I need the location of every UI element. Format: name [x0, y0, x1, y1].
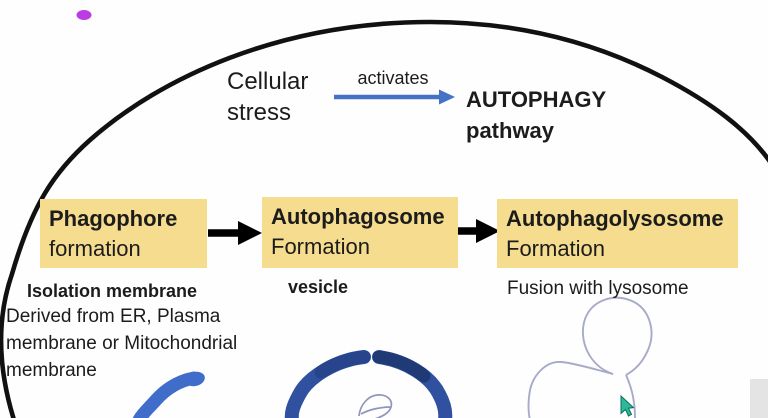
vesicle-label: vesicle — [288, 277, 349, 297]
flow-arrow-1 — [208, 221, 262, 245]
stage-subtitle: Formation — [506, 236, 606, 261]
stage-box-phagophore: Phagophore formation — [40, 199, 207, 268]
activates-label: activates — [357, 68, 429, 88]
lysosome-fusion-sketch — [527, 296, 653, 418]
activates-arrow — [334, 89, 455, 105]
isolation-membrane-label: Isolation membrane — [27, 281, 198, 301]
vesicle-inner-sketch — [358, 394, 393, 418]
vesicle-sketch — [284, 350, 453, 418]
autophagy-pathway-title: AUTOPHAGY pathway — [466, 87, 607, 143]
stage-title: Autophagolysosome — [506, 206, 724, 231]
stage-title: Autophagosome — [271, 204, 445, 229]
stage-subtitle: Formation — [271, 234, 371, 259]
phagophore-sketch — [132, 371, 205, 418]
cursor-pointer-icon — [620, 394, 635, 417]
laser-dot-icon — [76, 10, 92, 20]
cell-outline — [0, 19, 768, 418]
stage-box-autophagosome: Autophagosome Formation — [262, 197, 458, 268]
stage-title: Phagophore — [49, 206, 178, 231]
fusion-with-lysosome-label: Fusion with lysosome — [507, 278, 689, 299]
flow-arrow-2 — [456, 219, 500, 243]
stage-subtitle: formation — [49, 236, 141, 261]
isolation-membrane-detail: Derived from ER, Plasma membrane or Mito… — [6, 306, 238, 381]
scrollbar-fragment[interactable] — [750, 379, 768, 418]
cellular-stress-label: Cellular stress — [227, 68, 309, 126]
stage-box-autophagolysosome: Autophagolysosome Formation — [497, 199, 738, 268]
